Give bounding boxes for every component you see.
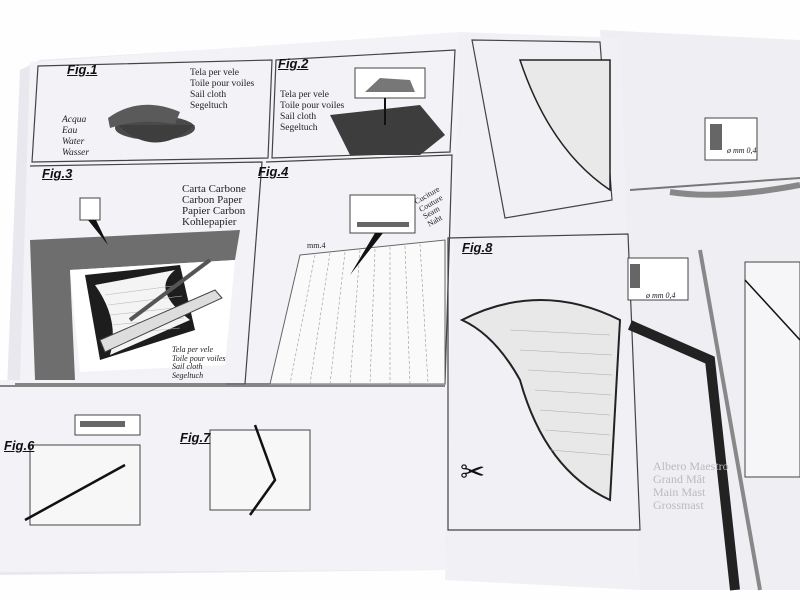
fig6-title: Fig.6 (4, 438, 35, 453)
thread-diameter-mid: ø mm 0,4 (646, 291, 676, 300)
fig7-title: Fig.7 (180, 430, 211, 445)
fig4-measure-label: mm.4 (307, 241, 326, 250)
fig4-title: Fig.4 (258, 164, 289, 179)
fig2-title: Fig.2 (278, 56, 309, 71)
thread-diameter-top: ø mm 0,4 (727, 146, 757, 155)
fig8-title: Fig.8 (462, 240, 493, 255)
fig3-title: Fig.3 (42, 166, 73, 181)
fig1-title: Fig.1 (67, 62, 98, 77)
scissors-icon: ✂ (460, 456, 486, 489)
